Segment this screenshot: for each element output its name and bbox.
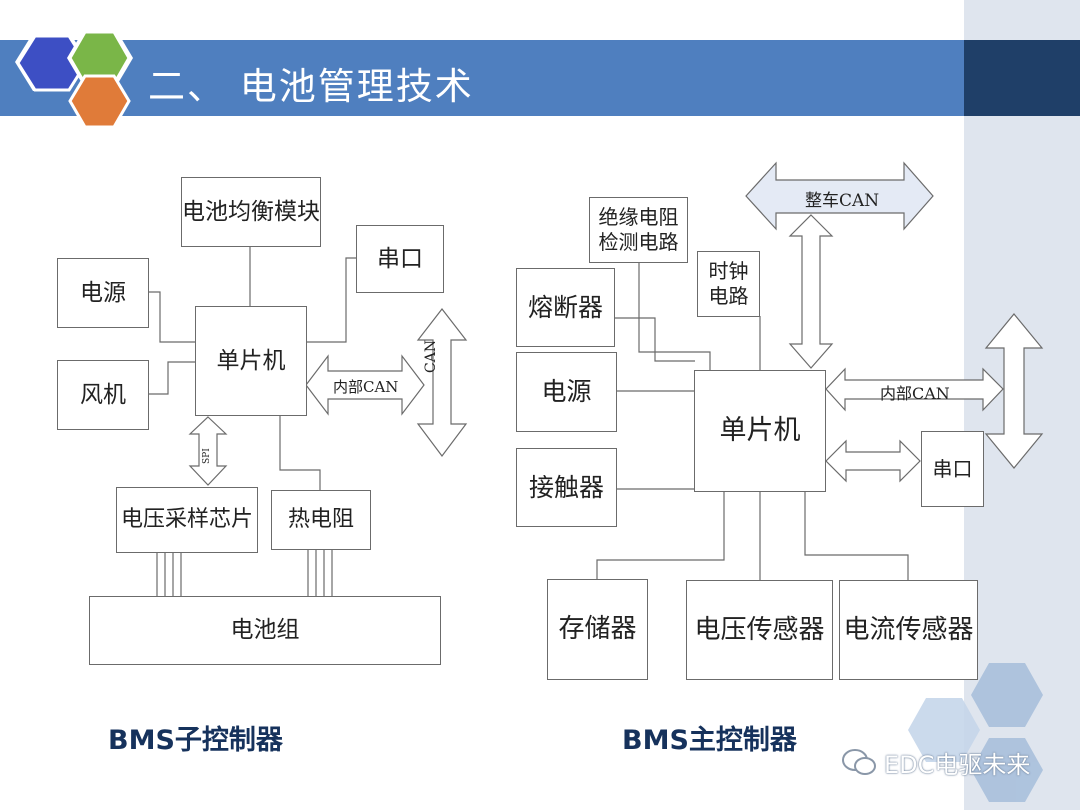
header-bar-end [964, 40, 1080, 116]
voltage-chip-label: 电压采样芯片 [120, 507, 253, 533]
watermark-text: EDC电驱未来 [884, 751, 1031, 779]
line-fan-mcu [148, 361, 196, 395]
box-insulation: 绝缘电阻 检测电路 [589, 197, 688, 263]
logo-hexagons [15, 30, 133, 129]
line-power-mcu [148, 291, 196, 343]
sub-controller-caption: BMS子控制器 [108, 725, 283, 756]
line-mcu-current-sensor [804, 491, 909, 580]
box-voltage-sensor: 电压传感器 [686, 580, 833, 680]
insulation-label-1: 绝缘电阻 [598, 205, 679, 229]
decorative-hexagons [908, 663, 1043, 802]
voltage-sensor-label: 电压传感器 [694, 614, 825, 645]
main-internal-can-arrow [825, 367, 1004, 412]
thermistor-label: 热电阻 [287, 507, 354, 533]
wechat-icon [842, 749, 876, 775]
line-fuse-mcu [614, 317, 695, 362]
box-main-mcu: 单片机 [694, 370, 826, 492]
box-thermistor: 热电阻 [271, 490, 371, 550]
main-internal-can-label: 内部CAN [880, 384, 950, 403]
main-mcu-label: 单片机 [719, 415, 801, 447]
sub-can-arrow [416, 308, 468, 457]
main-power-label: 电源 [541, 377, 592, 407]
deco-hexagon-1 [971, 663, 1043, 727]
storage-label: 存储器 [558, 614, 637, 645]
box-voltage-chip: 电压采样芯片 [116, 487, 258, 553]
sub-power-label: 电源 [80, 279, 126, 306]
line-mcu-serial [306, 257, 358, 343]
fuse-label: 熔断器 [527, 292, 603, 322]
sub-mcu-label: 单片机 [216, 347, 286, 374]
line-insulation-mcu [638, 262, 711, 371]
box-current-sensor: 电流传感器 [839, 580, 978, 680]
sub-internal-can-label: 内部CAN [333, 378, 399, 396]
main-can-arrow [984, 313, 1044, 469]
main-controller-caption: BMS主控制器 [622, 725, 797, 756]
deco-hexagon-3 [971, 738, 1043, 802]
box-sub-power: 电源 [57, 258, 149, 328]
box-main-serial: 串口 [921, 431, 984, 507]
line-mcu-thermistor [279, 415, 321, 490]
deco-hexagon-2 [908, 698, 980, 762]
fan-label: 风机 [80, 381, 126, 408]
mcu-serial-arrow [825, 439, 921, 483]
spi-label: SPI [202, 448, 212, 464]
box-balance-module: 电池均衡模块 [181, 177, 321, 247]
box-sub-mcu: 单片机 [195, 306, 307, 416]
clock-label-2: 电路 [708, 284, 749, 308]
box-contactor: 接触器 [516, 448, 617, 527]
battery-pack-label: 电池组 [230, 617, 300, 644]
sub-internal-can-arrow [305, 354, 425, 416]
box-clock: 时钟 电路 [697, 251, 760, 317]
logo-hexagon-orange [68, 74, 131, 129]
header-bar [0, 40, 964, 116]
main-serial-label: 串口 [932, 456, 973, 481]
box-main-power: 电源 [516, 352, 617, 432]
vehicle-can-to-mcu-arrow [788, 214, 834, 369]
page-title: 二、 电池管理技术 [148, 65, 474, 108]
sub-serial-label: 串口 [377, 245, 423, 272]
vehicle-can-label: 整车CAN [805, 191, 880, 211]
box-sub-serial: 串口 [356, 225, 444, 293]
vehicle-can-arrow [745, 161, 934, 231]
box-battery-pack: 电池组 [89, 596, 441, 665]
box-storage: 存储器 [547, 579, 648, 680]
insulation-label-2: 检测电路 [598, 230, 679, 254]
current-sensor-label: 电流传感器 [843, 614, 974, 645]
sub-can-label: CAN [423, 339, 439, 373]
contactor-label: 接触器 [528, 472, 604, 502]
box-fan: 风机 [57, 360, 149, 430]
box-fuse: 熔断器 [516, 268, 615, 347]
spi-arrow [188, 416, 228, 486]
balance-module-label: 电池均衡模块 [182, 198, 320, 225]
line-mcu-storage [596, 491, 725, 580]
clock-label-1: 时钟 [708, 259, 749, 283]
